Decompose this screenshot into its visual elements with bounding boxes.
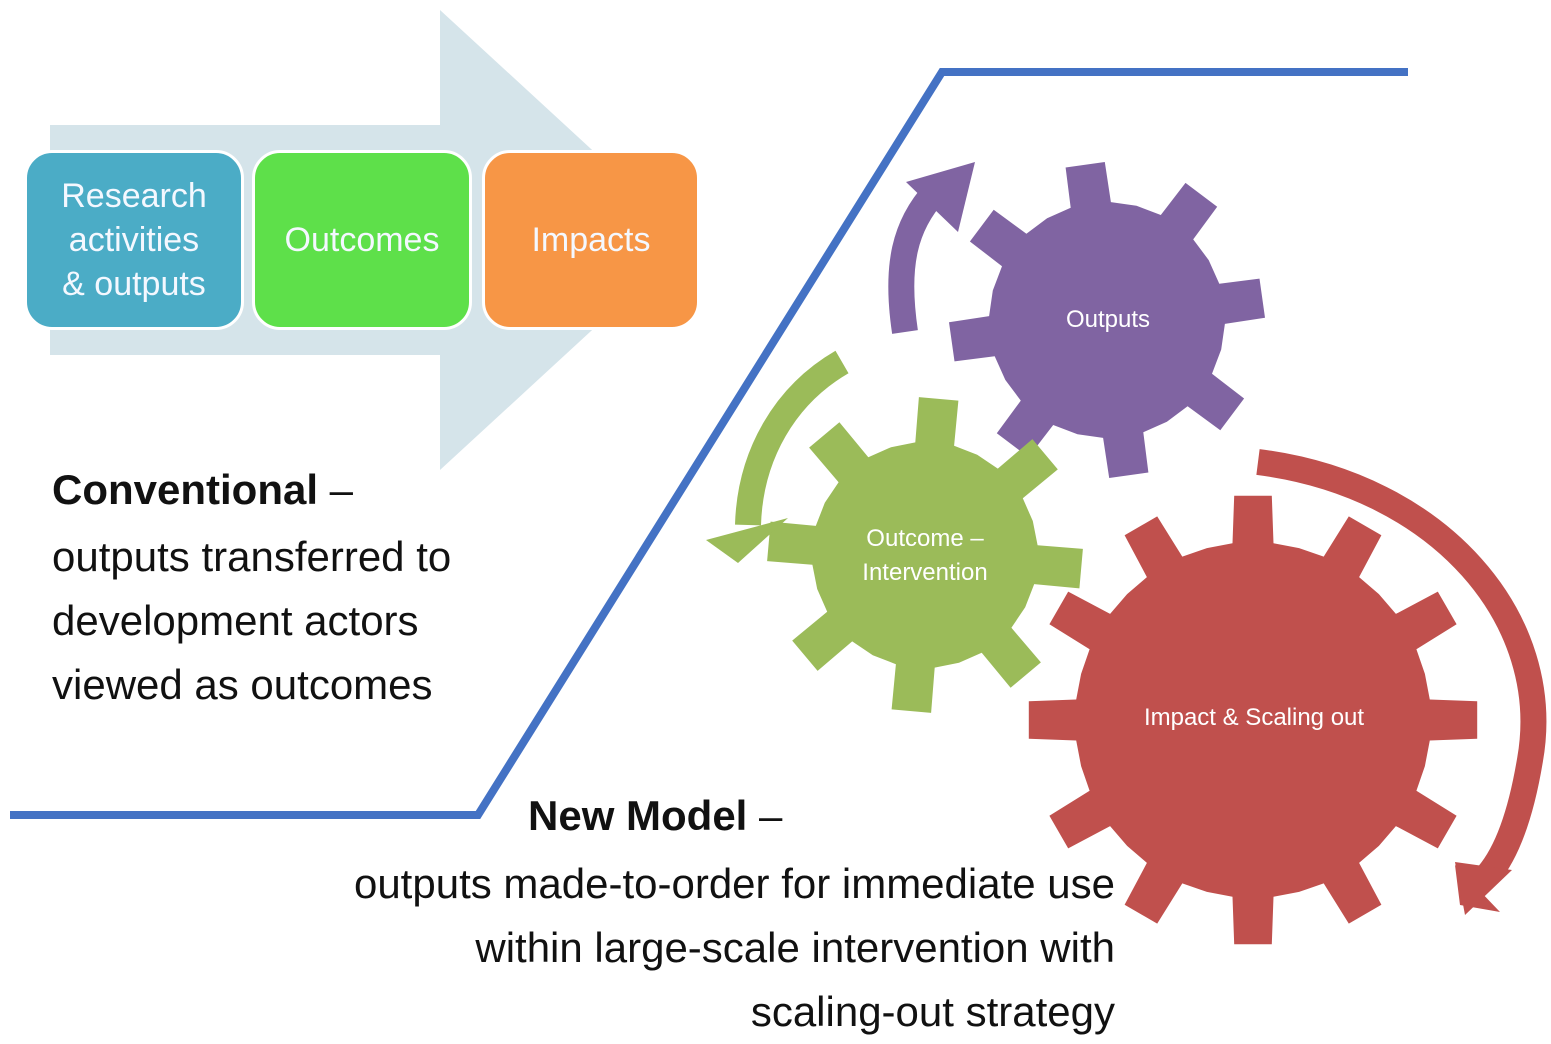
outputs-gear <box>949 162 1265 478</box>
new-model-heading: New Model – <box>528 792 782 840</box>
divider-line <box>10 68 1408 819</box>
impact-gear-label: Impact & Scaling out <box>1143 704 1365 731</box>
outputs-gear-label: Outputs <box>1065 306 1151 333</box>
conventional-heading: Conventional – <box>52 466 353 514</box>
green-cycle-arrow <box>706 350 849 563</box>
new-model-body: outputs made-to-order for immediate use … <box>353 860 1115 1035</box>
stage-research-box: Research activities & outputs <box>24 150 244 330</box>
stage-impacts-box: Impacts <box>482 150 700 330</box>
purple-cycle-arrow <box>888 162 975 334</box>
stage-outcomes-label: Outcomes <box>284 221 440 259</box>
outcome-gear-label: Outcome – Intervention <box>862 525 988 586</box>
stage-outcomes-box: Outcomes <box>252 150 472 330</box>
impact-gear <box>1028 495 1478 945</box>
red-cycle-arrow <box>1256 449 1547 915</box>
conventional-body: outputs transferred to development actor… <box>52 533 452 708</box>
stage-research-label: Research activities & outputs <box>61 177 207 303</box>
new-model-heading-text: New Model <box>528 792 748 839</box>
conventional-heading-dash: – <box>318 466 354 513</box>
conventional-heading-text: Conventional <box>52 466 319 513</box>
new-model-heading-dash: – <box>747 792 783 839</box>
stage-impacts-label: Impacts <box>531 221 651 259</box>
outcome-gear <box>767 397 1083 713</box>
